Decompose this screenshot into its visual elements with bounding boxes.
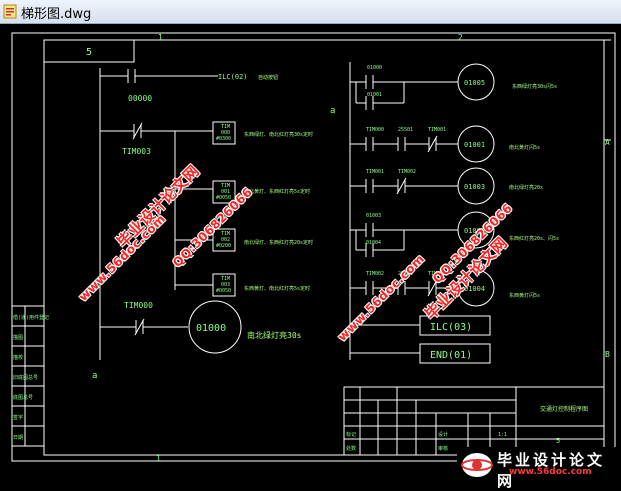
end01-label: END(01) bbox=[430, 350, 472, 361]
svg-text:01004: 01004 bbox=[464, 285, 485, 293]
zone-label-a: A bbox=[605, 138, 610, 147]
zone-label-2: 2 bbox=[458, 33, 463, 42]
side-label-6: 签字 bbox=[13, 414, 23, 421]
contact-label-tim003: TIM003 bbox=[122, 147, 151, 156]
svg-text:#0050: #0050 bbox=[216, 195, 231, 201]
ilc03-label: ILC(03) bbox=[430, 322, 472, 333]
window-titlebar: 梯形图.dwg bbox=[0, 0, 621, 24]
svg-text:设计: 设计 bbox=[438, 431, 448, 438]
side-label-2: 描图 bbox=[13, 334, 23, 341]
timer-note-1: 东西绿灯、南北红灯亮30s定时 bbox=[244, 131, 313, 138]
svg-text:TIM003: TIM003 bbox=[428, 271, 446, 277]
drawing-canvas[interactable]: 1 2 A B 1 5 借(通)用件登记 描图 描校 旧底图总号 底图总号 签字… bbox=[0, 24, 621, 480]
right-note-2: 南北黄灯闪5s bbox=[509, 144, 540, 151]
timer-tim003 bbox=[212, 273, 236, 297]
svg-text:01000: 01000 bbox=[367, 65, 382, 71]
drawing-title: 交通灯控制程序图 bbox=[540, 405, 588, 413]
svg-text:TIM: TIM bbox=[221, 124, 230, 130]
ilc02-label: ILC(02) bbox=[218, 73, 248, 81]
side-label-1: 借(通)用件登记 bbox=[13, 314, 49, 321]
timer-tim000 bbox=[212, 121, 236, 145]
right-note-4: 东西红灯亮20s、闪5s bbox=[509, 235, 559, 242]
svg-text:TIM000: TIM000 bbox=[366, 127, 384, 133]
svg-text:#0200: #0200 bbox=[216, 243, 231, 249]
right-note-5: 东西黄灯闪5s bbox=[509, 292, 540, 299]
right-note-3: 南北绿灯亮20s bbox=[509, 184, 543, 191]
coil-01002 bbox=[457, 211, 495, 249]
side-label-4: 旧底图总号 bbox=[13, 374, 38, 381]
svg-text:TIM002: TIM002 bbox=[398, 169, 416, 175]
svg-text:处数: 处数 bbox=[346, 445, 356, 452]
svg-text:01001: 01001 bbox=[464, 141, 485, 149]
svg-text:#0300: #0300 bbox=[216, 136, 231, 142]
coil-01001 bbox=[457, 125, 495, 163]
ladder-diagram: 1 2 A B 1 5 借(通)用件登记 描图 描校 旧底图总号 底图总号 签字… bbox=[11, 32, 616, 463]
timer-note-2: 南北黄灯、东西红灯亮5s定时 bbox=[244, 188, 310, 195]
coil-01003 bbox=[457, 167, 495, 205]
globe-icon bbox=[461, 453, 493, 477]
side-block bbox=[11, 305, 45, 447]
svg-text:1:1: 1:1 bbox=[498, 432, 507, 438]
svg-text:01002: 01002 bbox=[464, 227, 485, 235]
ilc-instruction-box bbox=[419, 315, 491, 336]
svg-text:TIM: TIM bbox=[221, 183, 230, 189]
sheet-number: 5 bbox=[86, 47, 92, 58]
marker-a-right: a bbox=[330, 106, 335, 116]
ilc02-note: 自动按钮 bbox=[258, 74, 278, 81]
right-note-1: 东西绿灯亮30s闪5s bbox=[512, 83, 557, 90]
svg-text:01001: 01001 bbox=[367, 92, 382, 98]
side-label-3: 描校 bbox=[13, 354, 23, 361]
svg-text:审核: 审核 bbox=[438, 445, 448, 452]
svg-text:003: 003 bbox=[221, 282, 230, 288]
svg-text:TIM: TIM bbox=[221, 276, 230, 282]
svg-text:标记: 标记 bbox=[346, 431, 356, 438]
title-sheet-number: 5 bbox=[556, 437, 560, 445]
svg-text:01003: 01003 bbox=[464, 183, 485, 191]
svg-text:25501: 25501 bbox=[398, 127, 413, 133]
dwg-file-icon bbox=[3, 4, 17, 19]
coil-01000 bbox=[188, 300, 242, 354]
svg-text:TIM001: TIM001 bbox=[366, 169, 384, 175]
outer-border bbox=[11, 32, 616, 462]
coil-01000-note: 南北绿灯亮30s bbox=[247, 330, 302, 340]
coil-01000-label: 01000 bbox=[196, 323, 226, 334]
logo-url: www.56doc.com bbox=[509, 467, 592, 477]
site-logo: 毕业设计论文网 www.56doc.com bbox=[457, 447, 621, 490]
svg-text:TIM002: TIM002 bbox=[366, 271, 384, 277]
title-block bbox=[343, 386, 605, 456]
svg-text:TIM: TIM bbox=[221, 231, 230, 237]
end-instruction-box bbox=[419, 343, 491, 364]
window-title: 梯形图.dwg bbox=[21, 7, 92, 22]
zone-label-bottom: 1 bbox=[156, 454, 161, 463]
svg-text:25501: 25501 bbox=[398, 271, 413, 277]
svg-text:000: 000 bbox=[221, 130, 230, 136]
inner-border bbox=[43, 39, 605, 456]
timer-note-4: 东西黄灯、南北红灯亮5s定时 bbox=[244, 285, 310, 292]
coil-01005 bbox=[457, 63, 495, 101]
zone-label-1: 1 bbox=[158, 33, 163, 42]
svg-text:01003: 01003 bbox=[366, 213, 381, 219]
side-label-7: 日期 bbox=[13, 435, 23, 441]
side-label-5: 底图总号 bbox=[13, 394, 33, 401]
svg-text:002: 002 bbox=[221, 237, 230, 243]
right-ladder bbox=[349, 62, 495, 364]
coil-01004 bbox=[457, 269, 495, 307]
zone-label-b: B bbox=[605, 350, 610, 359]
contact-label-00000: 00000 bbox=[128, 94, 152, 103]
sheet-number-box bbox=[43, 39, 135, 63]
svg-text:01005: 01005 bbox=[464, 79, 485, 87]
marker-a-left: a bbox=[92, 371, 97, 381]
timer-note-3: 南北绿灯、东西红灯亮20s定时 bbox=[244, 239, 313, 246]
left-ladder bbox=[99, 68, 242, 360]
timer-tim001 bbox=[212, 180, 236, 204]
svg-text:#0050: #0050 bbox=[216, 288, 231, 294]
svg-text:001: 001 bbox=[221, 189, 230, 195]
timer-tim002 bbox=[212, 228, 236, 252]
svg-text:TIM001: TIM001 bbox=[428, 127, 446, 133]
svg-text:01004: 01004 bbox=[366, 240, 381, 246]
contact-label-tim000: TIM000 bbox=[124, 301, 153, 310]
